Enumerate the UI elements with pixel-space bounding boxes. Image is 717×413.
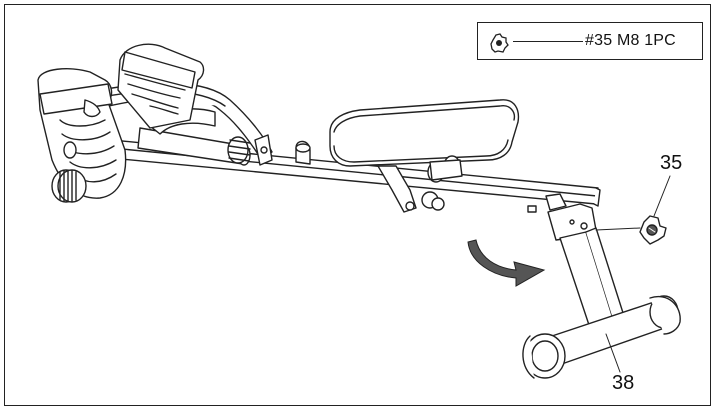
curved-arrow-icon	[467, 239, 546, 287]
rear-stabilizer	[522, 295, 681, 379]
legend-leader-line	[513, 41, 583, 42]
leader-lines	[605, 175, 671, 373]
knob-nut-35	[595, 215, 667, 245]
knob-nut-icon	[490, 33, 509, 53]
seat-carriage	[377, 155, 463, 213]
footrest-right	[117, 43, 205, 129]
front-wheel	[51, 169, 87, 203]
rear-leg	[547, 203, 625, 329]
legend-box: #35 M8 1PC	[477, 22, 703, 60]
seat	[329, 99, 520, 167]
diagram-frame	[4, 4, 711, 406]
callout-part-38: 38	[612, 372, 635, 394]
rail-stopper	[295, 140, 311, 165]
rear-bracket	[527, 193, 567, 213]
callout-part-35: 35	[660, 152, 683, 174]
arm-bracket	[254, 134, 273, 166]
legend-part-label: #35 M8 1PC	[585, 32, 676, 49]
